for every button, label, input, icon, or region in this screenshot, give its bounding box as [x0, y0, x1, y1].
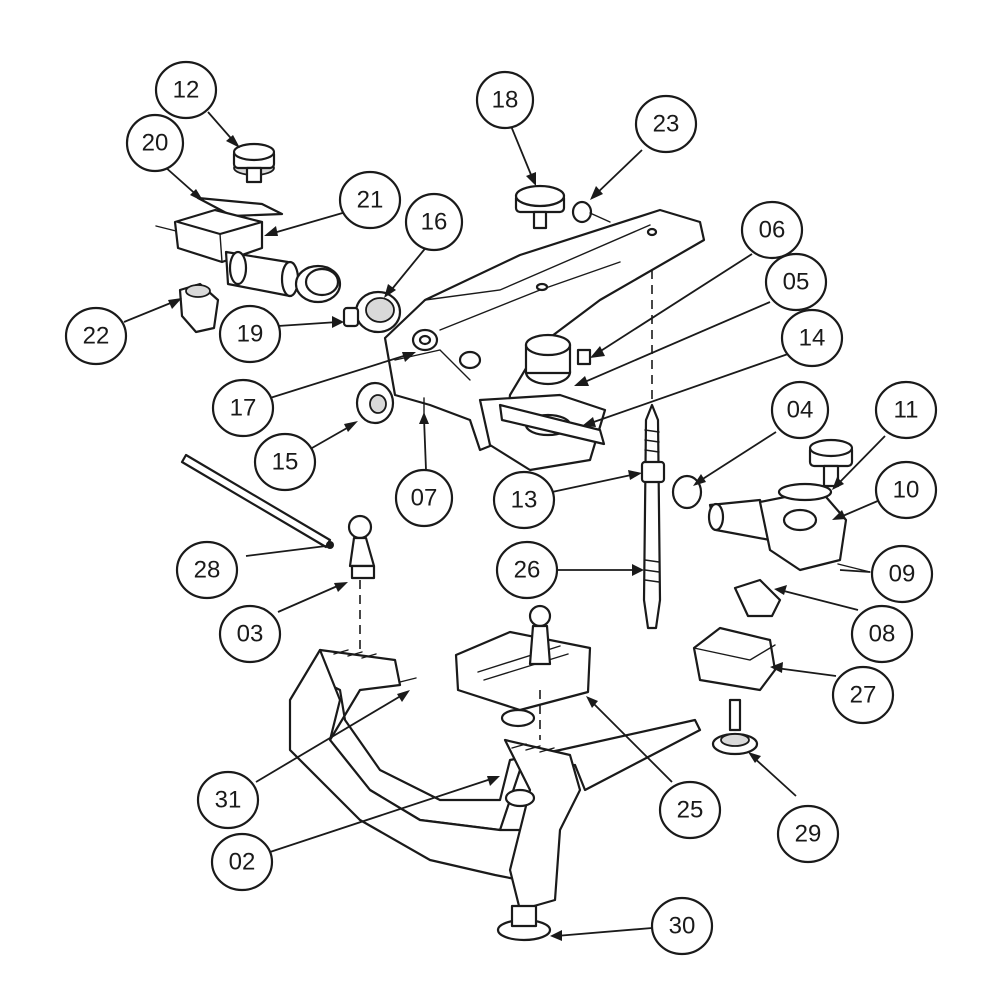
- callout-23: 23: [634, 94, 698, 154]
- callout-label: 21: [357, 187, 384, 214]
- callout-11: 11: [874, 380, 938, 440]
- callout-31: 31: [196, 770, 260, 830]
- callout-02: 02: [210, 832, 274, 892]
- lower-frame: [288, 648, 702, 942]
- callout-30: 30: [650, 896, 714, 956]
- callout-label: 26: [514, 557, 541, 584]
- callout-08: 08: [850, 604, 914, 664]
- callout-label: 31: [215, 787, 242, 814]
- callout-label: 29: [795, 821, 822, 848]
- callout-14: 14: [780, 308, 844, 368]
- callout-28: 28: [175, 540, 239, 600]
- callout-22: 22: [64, 306, 128, 366]
- callout-label: 25: [677, 797, 704, 824]
- callout-label: 19: [237, 321, 264, 348]
- callout-26: 26: [495, 540, 559, 600]
- callout-label: 20: [142, 130, 169, 157]
- callout-10: 10: [874, 460, 938, 520]
- left-clamp-block: [155, 208, 300, 334]
- leader-lines: [123, 111, 886, 941]
- callout-label: 07: [411, 485, 438, 512]
- knob-18-screw-23-shapes: [514, 184, 611, 230]
- callout-05: 05: [764, 252, 828, 312]
- callout-label: 12: [173, 77, 200, 104]
- callout-label: 09: [889, 561, 916, 588]
- callout-label: 23: [653, 111, 680, 138]
- right-clamp-block: [707, 438, 871, 618]
- callout-label: 30: [669, 913, 696, 940]
- callout-04: 04: [770, 380, 830, 440]
- callout-12: 12: [154, 60, 218, 120]
- callout-18: 18: [475, 70, 535, 130]
- callout-13: 13: [492, 470, 556, 530]
- callout-15: 15: [253, 432, 317, 492]
- callout-label: 13: [511, 487, 538, 514]
- washer-20-shape: [196, 196, 284, 218]
- callout-label: 15: [272, 449, 299, 476]
- table-25-shape: [454, 604, 592, 712]
- callout-27: 27: [831, 665, 895, 725]
- ring-19-knob-16-shapes: [294, 264, 402, 334]
- callout-label: 05: [783, 269, 810, 296]
- callout-03: 03: [218, 604, 282, 664]
- callout-label: 08: [869, 621, 896, 648]
- oring-04-shape: [671, 474, 703, 510]
- star-knob-15-pin-07-shapes: [355, 381, 425, 425]
- callout-label: 14: [799, 325, 826, 352]
- callout-19: 19: [218, 304, 282, 364]
- callout-07: 07: [394, 468, 454, 528]
- callout-label: 17: [230, 395, 257, 422]
- callout-label: 02: [229, 849, 256, 876]
- callout-label: 10: [893, 477, 920, 504]
- callout-label: 06: [759, 217, 786, 244]
- callout-label: 11: [894, 397, 919, 424]
- callout-21: 21: [338, 170, 402, 230]
- callout-label: 22: [83, 323, 110, 350]
- rod-26-nut-13-shapes: [640, 270, 666, 630]
- callout-17: 17: [211, 378, 275, 438]
- callout-label: 18: [492, 87, 519, 114]
- pad-27-foot-29-shapes: [692, 626, 777, 756]
- callout-09: 09: [870, 544, 934, 604]
- callout-label: 16: [421, 209, 448, 236]
- part-drawings: [155, 142, 871, 942]
- callout-label: 04: [787, 397, 814, 424]
- callout-06: 06: [740, 200, 804, 260]
- callout-20: 20: [125, 113, 185, 173]
- callout-16: 16: [404, 192, 464, 252]
- callout-label: 03: [237, 621, 264, 648]
- callout-label: 27: [850, 682, 877, 709]
- rod-28-ball-03-shapes: [180, 453, 376, 650]
- callout-29: 29: [776, 804, 840, 864]
- knob-12-shape: [232, 142, 276, 184]
- upper-arm-body: [383, 208, 706, 472]
- callout-25: 25: [658, 780, 722, 840]
- callout-label: 28: [194, 557, 221, 584]
